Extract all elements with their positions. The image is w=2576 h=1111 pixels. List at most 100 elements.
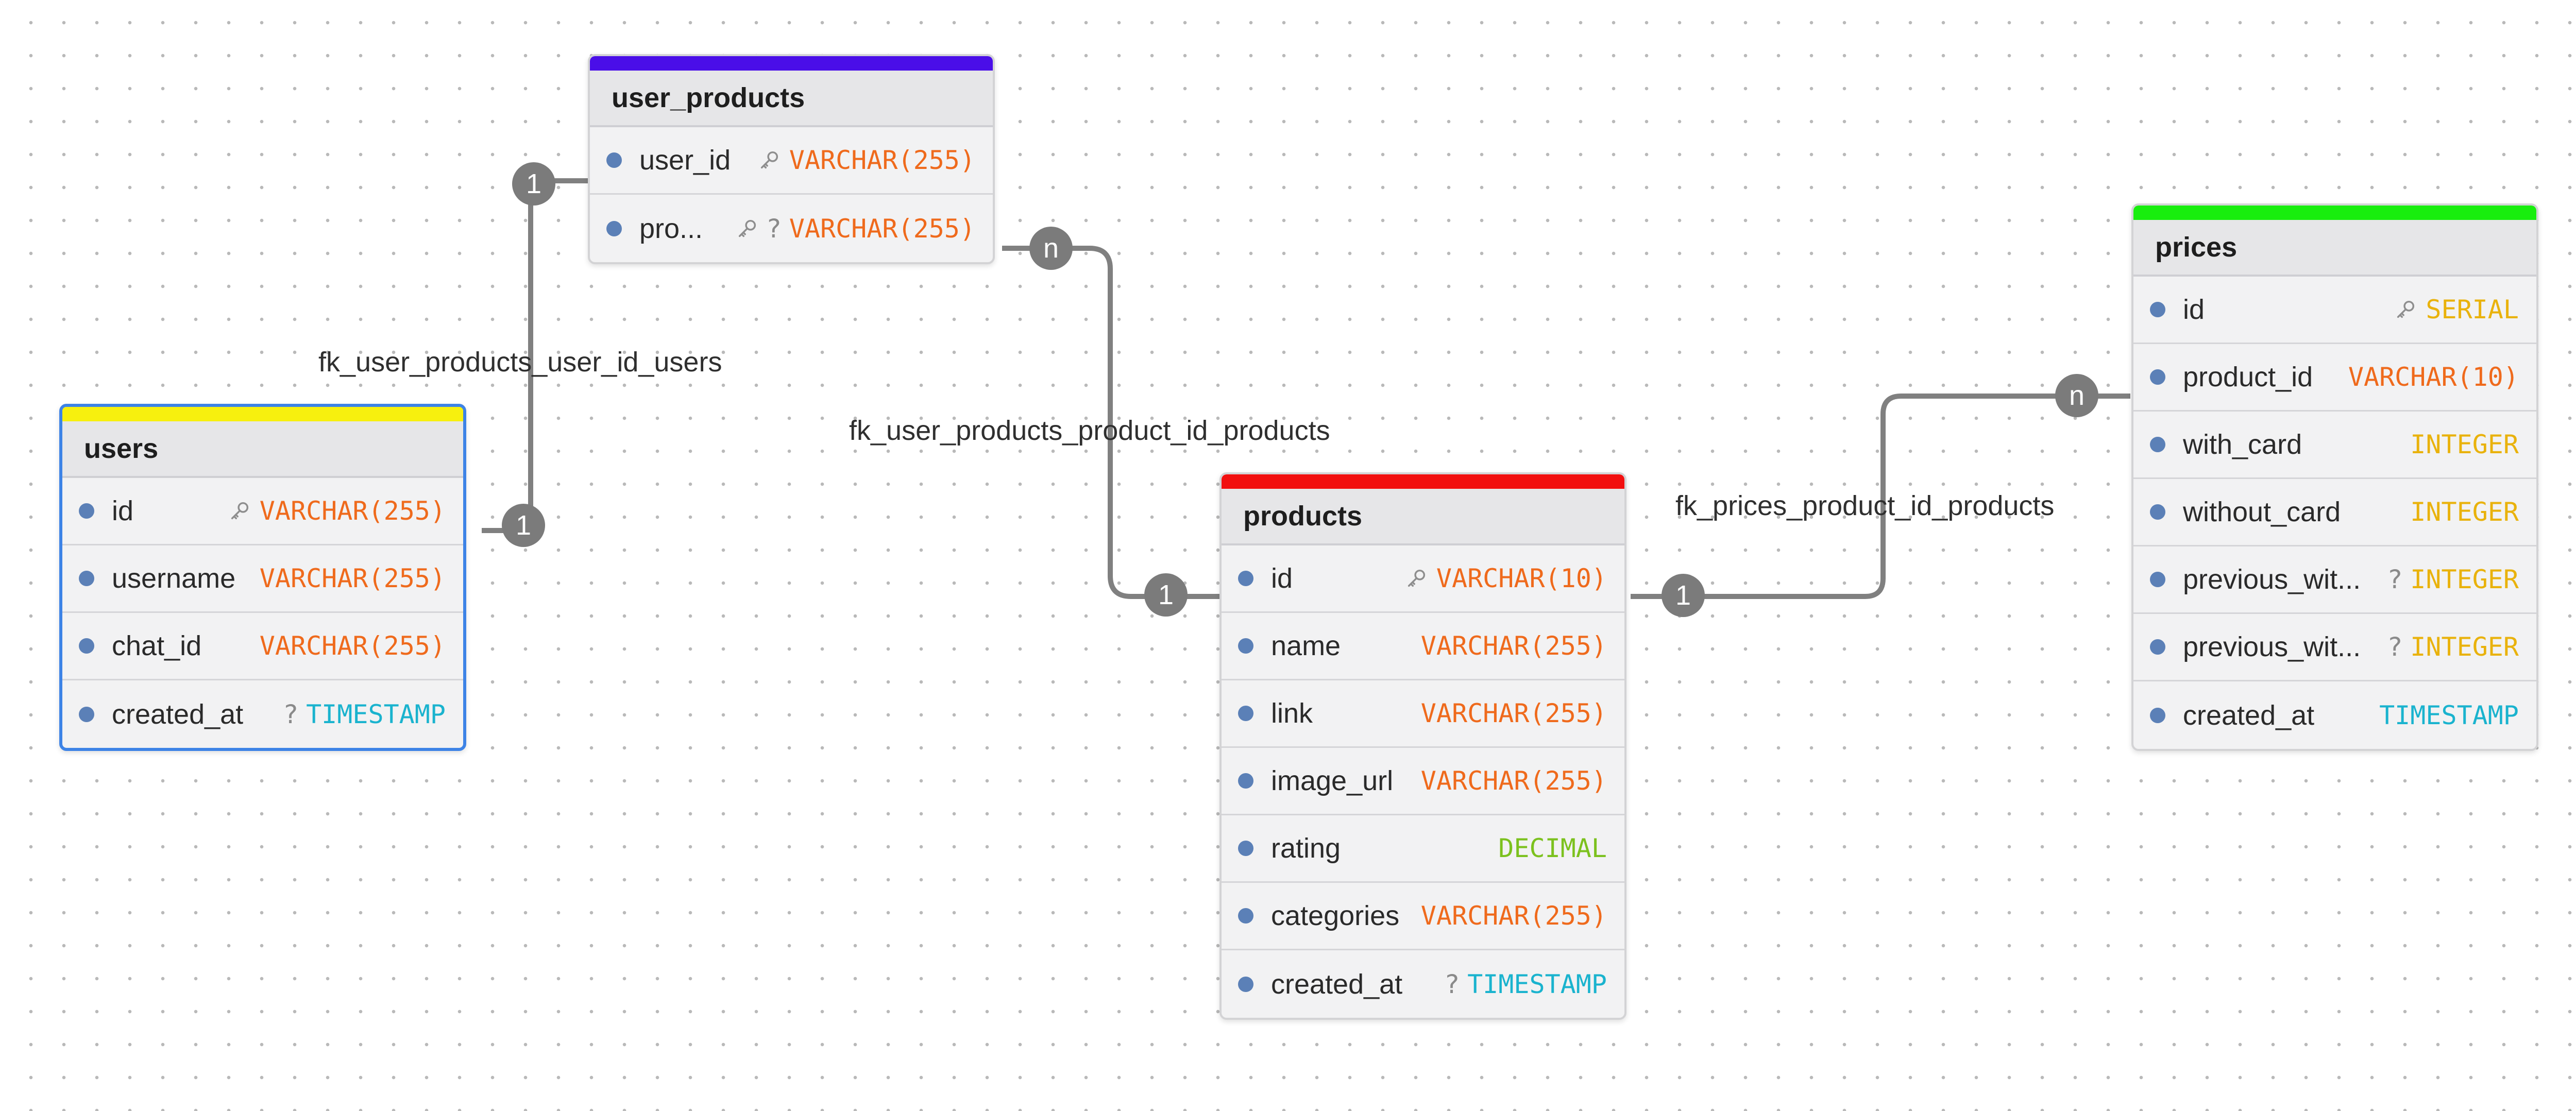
table-header[interactable]: users	[62, 421, 463, 478]
column-name: user_id	[639, 145, 731, 176]
column-handle-dot[interactable]	[79, 638, 94, 654]
column-type: SERIAL	[2426, 295, 2519, 324]
column-type: VARCHAR(255)	[1420, 766, 1607, 796]
column-name: previous_wit...	[2183, 631, 2361, 662]
column-row[interactable]: username VARCHAR(255)	[62, 545, 463, 613]
column-handle-dot[interactable]	[79, 706, 94, 722]
column-row[interactable]: categories VARCHAR(255)	[1222, 883, 1624, 950]
column-name: pro...	[639, 213, 703, 244]
column-type: VARCHAR(255)	[789, 145, 975, 175]
column-handle-dot[interactable]	[606, 220, 622, 236]
column-name: created_at	[1271, 968, 1403, 1000]
cardinality-badge: 1	[1662, 574, 1705, 617]
cardinality-badge: 1	[1144, 573, 1188, 617]
column-type: VARCHAR(255)	[789, 213, 975, 244]
column-handle-dot[interactable]	[1238, 908, 1253, 924]
table-header[interactable]: products	[1222, 489, 1624, 545]
edge-user-products-product-id-products[interactable]	[1002, 246, 1221, 599]
column-row[interactable]: name VARCHAR(255)	[1222, 613, 1624, 680]
column-type: DECIMAL	[1498, 833, 1607, 863]
column-row[interactable]: link VARCHAR(255)	[1222, 680, 1624, 748]
column-handle-dot[interactable]	[1238, 841, 1253, 856]
column-row[interactable]: previous_wit... ?INTEGER	[2133, 614, 2536, 681]
column-meta: INTEGER	[2410, 430, 2519, 459]
nullable-marker: ?	[767, 213, 781, 244]
nullable-marker: ?	[284, 699, 298, 729]
column-meta: VARCHAR(255)	[260, 563, 446, 593]
key-icon	[231, 502, 248, 520]
column-type: INTEGER	[2410, 565, 2519, 594]
column-type: VARCHAR(10)	[2348, 362, 2519, 392]
column-handle-dot[interactable]	[1238, 773, 1253, 789]
nullable-marker: ?	[1445, 969, 1460, 999]
column-meta: DECIMAL	[1498, 833, 1607, 863]
column-name: name	[1271, 630, 1341, 661]
column-row[interactable]: id VARCHAR(255)	[62, 478, 463, 545]
relation-label[interactable]: fk_user_products_product_id_products	[849, 415, 1330, 446]
column-row[interactable]: previous_wit...?INTEGER	[2133, 546, 2536, 614]
column-handle-dot[interactable]	[2150, 572, 2165, 587]
column-type: VARCHAR(10)	[1436, 563, 1607, 593]
column-meta: INTEGER	[2410, 497, 2519, 527]
column-handle-dot[interactable]	[1238, 571, 1253, 586]
column-type: VARCHAR(255)	[259, 496, 446, 526]
column-handle-dot[interactable]	[2150, 369, 2165, 385]
column-type: VARCHAR(255)	[1420, 631, 1607, 661]
column-row[interactable]: user_id VARCHAR(255)	[590, 127, 993, 195]
column-row[interactable]: image_url VARCHAR(255)	[1222, 748, 1624, 815]
column-handle-dot[interactable]	[2150, 504, 2165, 520]
column-name: categories	[1271, 900, 1400, 931]
table-header[interactable]: user_products	[590, 71, 993, 127]
column-meta: ?INTEGER	[2388, 632, 2519, 662]
column-handle-dot[interactable]	[2150, 302, 2165, 317]
column-handle-dot[interactable]	[1238, 706, 1253, 721]
relation-label[interactable]: fk_user_products_user_id_users	[318, 347, 722, 378]
cardinality-badge: n	[2055, 374, 2098, 417]
column-meta: VARCHAR(255)	[228, 496, 446, 526]
column-handle-dot[interactable]	[1238, 638, 1253, 654]
column-meta: ? VARCHAR(255)	[735, 214, 975, 244]
column-handle-dot[interactable]	[2150, 639, 2165, 655]
column-meta: VARCHAR(255)	[1421, 631, 1607, 661]
table-accent-bar	[590, 56, 993, 71]
column-meta: VARCHAR(255)	[1421, 698, 1607, 728]
column-row[interactable]: pro...? VARCHAR(255)	[590, 195, 993, 262]
edge-prices-product-id-products[interactable]	[1631, 394, 2130, 599]
column-row[interactable]: created_at?TIMESTAMP	[1222, 950, 1624, 1018]
column-name: chat_id	[112, 630, 202, 661]
column-name: id	[112, 495, 134, 526]
column-handle-dot[interactable]	[2150, 707, 2165, 723]
column-type: VARCHAR(255)	[1420, 901, 1607, 931]
column-name: link	[1271, 698, 1313, 729]
column-handle-dot[interactable]	[2150, 437, 2165, 452]
column-handle-dot[interactable]	[1238, 976, 1253, 992]
table-header[interactable]: prices	[2133, 220, 2536, 277]
relation-label[interactable]: fk_prices_product_id_products	[1675, 490, 2055, 521]
key-icon	[760, 151, 778, 169]
column-name: image_url	[1271, 765, 1394, 796]
column-name: created_at	[112, 698, 244, 730]
column-handle-dot[interactable]	[79, 571, 94, 586]
column-handle-dot[interactable]	[606, 152, 622, 168]
column-handle-dot[interactable]	[79, 503, 94, 519]
column-name: username	[112, 563, 236, 594]
column-type: INTEGER	[2410, 430, 2519, 459]
nullable-marker: ?	[2388, 632, 2402, 662]
column-row[interactable]: created_at? TIMESTAMP	[62, 680, 463, 748]
column-type: TIMESTAMP	[306, 699, 446, 729]
key-icon	[739, 219, 756, 237]
